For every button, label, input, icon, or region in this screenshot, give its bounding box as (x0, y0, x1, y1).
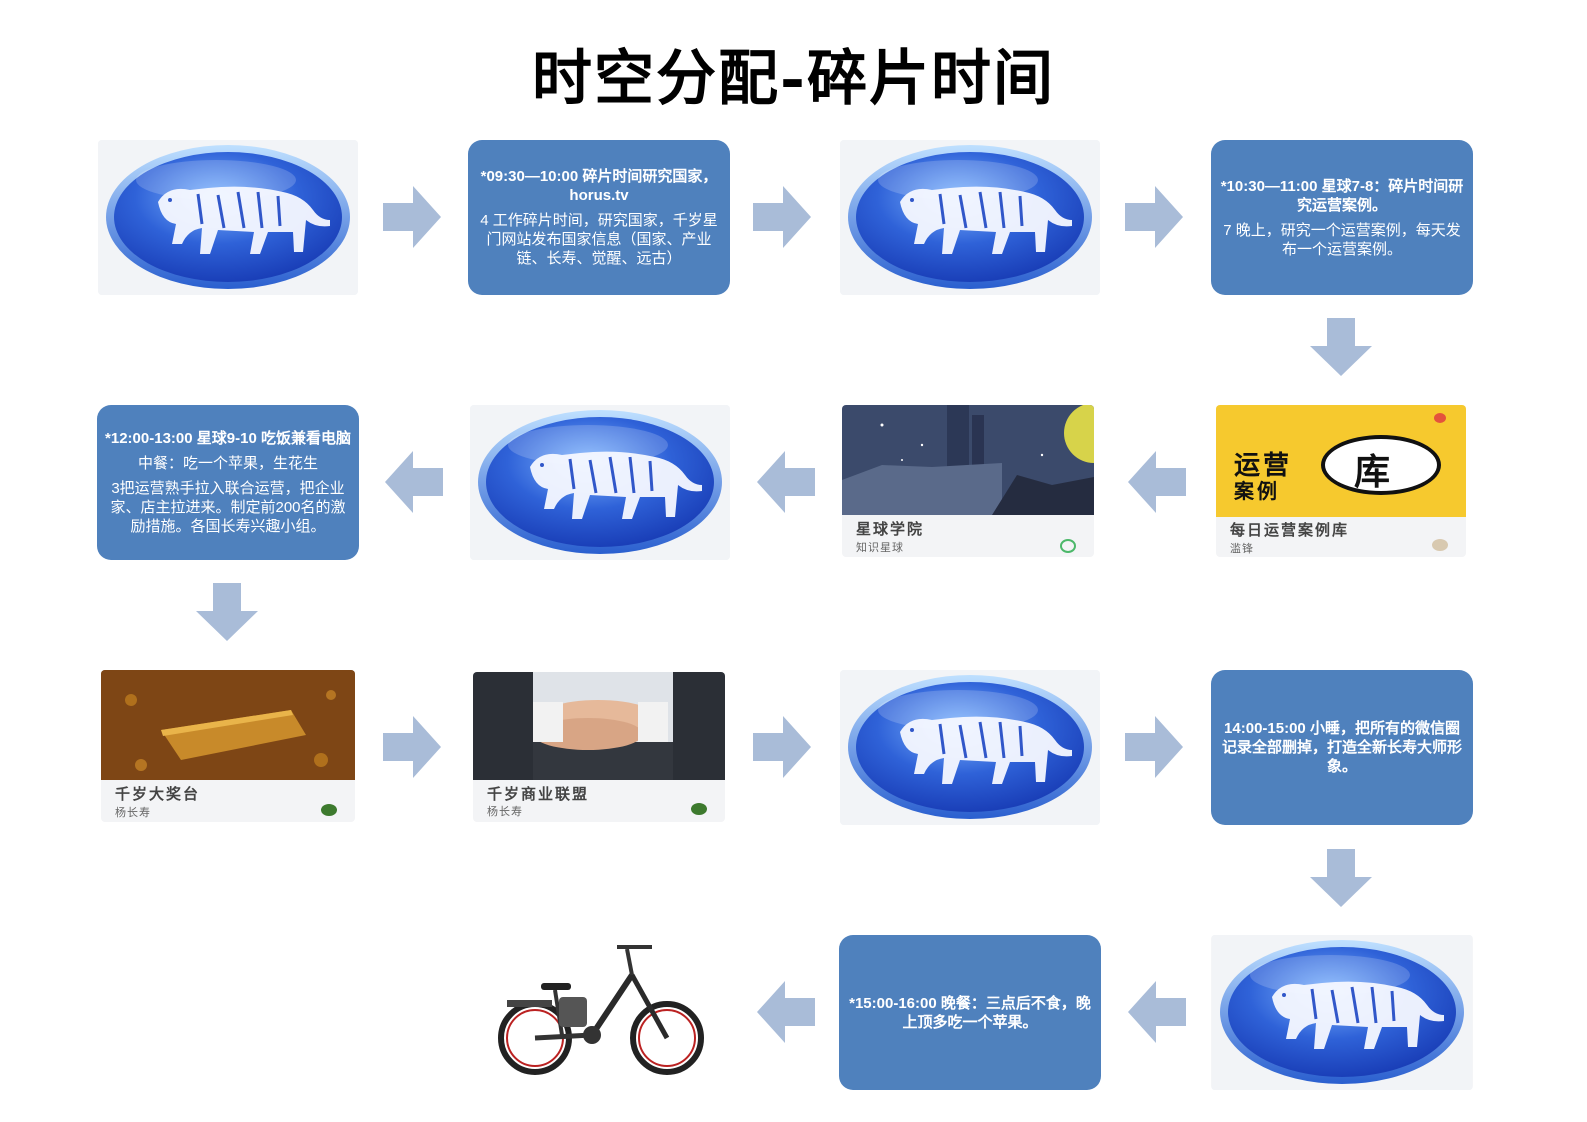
card-caption: 星球学院 (856, 521, 925, 538)
card-badge-bubble (1321, 435, 1441, 495)
arrow-left (1128, 981, 1186, 1043)
avatar (691, 803, 707, 815)
flow-box-head: *15:00-16:00 晚餐：三点后不食，晚上顶多吃一个苹果。 (849, 994, 1091, 1031)
card-subtitle: 滥锋 (1230, 543, 1254, 555)
card-caption: 每日运营案例库 (1230, 522, 1350, 539)
flow-box-line: 7 晚上，研究一个运营案例，每天发布一个运营案例。 (1223, 221, 1461, 258)
card-badge-bottom: 案例 (1234, 481, 1280, 503)
arrow-right (383, 186, 441, 248)
flow-box-head: 14:00-15:00 小睡，把所有的微信圈记录全部删掉，打造全新长寿大师形象。 (1221, 720, 1462, 775)
arrow-left (757, 451, 815, 513)
arrow-right (383, 716, 441, 778)
flow-box-1400: 14:00-15:00 小睡，把所有的微信圈记录全部删掉，打造全新长寿大师形象。 (1211, 670, 1473, 825)
card-image: 运营 案例 库 (1216, 405, 1466, 517)
arrow-right (753, 716, 811, 778)
arrow-down (196, 583, 258, 641)
avatar (321, 804, 337, 816)
flow-box-0930: *09:30—10:00 碎片时间研究国家，horus.tv 4 工作碎片时间，… (468, 140, 730, 295)
arrow-down (1310, 318, 1372, 376)
tiger-globe-icon (840, 670, 1100, 825)
card-image (842, 405, 1094, 515)
arrow-right (1125, 716, 1183, 778)
card-prize-stage[interactable]: 千岁大奖台 杨长寿 (101, 670, 355, 822)
card-caption: 千岁商业联盟 (487, 786, 590, 803)
card-business-alliance[interactable]: 千岁商业联盟 杨长寿 (473, 672, 725, 822)
tiger-globe-icon (1211, 935, 1473, 1090)
flow-box-1030: *10:30—11:00 星球7-8：碎片时间研究运营案例。 7 晚上，研究一个… (1211, 140, 1473, 295)
tiger-globe-icon (470, 405, 730, 560)
flow-box-line: 4 工作碎片时间，研究国家，千岁星门网站发布国家信息（国家、产业链、长寿、觉醒、… (480, 212, 718, 267)
electric-bicycle-icon (467, 935, 729, 1085)
card-badge-top: 运营 (1234, 450, 1293, 480)
flow-box-head: *12:00-13:00 星球9-10 吃饭兼看电脑 (105, 430, 351, 447)
status-icon (1060, 539, 1076, 553)
card-subtitle: 知识星球 (856, 542, 904, 554)
card-image (101, 670, 355, 780)
tiger-globe-icon (840, 140, 1100, 295)
card-image (473, 672, 725, 780)
card-subtitle: 杨长寿 (487, 806, 523, 818)
tiger-globe-icon (98, 140, 358, 295)
flow-box-head: *09:30—10:00 碎片时间研究国家，horus.tv (480, 168, 718, 204)
avatar (1432, 539, 1448, 551)
arrow-right (1125, 186, 1183, 248)
card-badge-right: 库 (1354, 451, 1391, 492)
flow-box-1200: *12:00-13:00 星球9-10 吃饭兼看电脑 中餐：吃一个苹果，生花生 … (97, 405, 359, 560)
flow-box-head: *10:30—11:00 星球7-8：碎片时间研究运营案例。 (1220, 177, 1464, 214)
arrow-left (1128, 451, 1186, 513)
arrow-left (385, 451, 443, 513)
card-daily-ops-cases[interactable]: 运营 案例 库 每日运营案例库 滥锋 (1216, 405, 1466, 557)
page-title: 时空分配-碎片时间 (532, 44, 1055, 114)
arrow-left (757, 981, 815, 1043)
arrow-down (1310, 849, 1372, 907)
card-star-academy[interactable]: 星球学院 知识星球 (842, 405, 1094, 557)
record-dot-icon (1434, 413, 1446, 423)
arrow-right (753, 186, 811, 248)
card-subtitle: 杨长寿 (115, 807, 151, 819)
flow-box-line: 3把运营熟手拉入联合运营，把企业家、店主拉进来。制定前200名的激励措施。各国长… (110, 480, 346, 535)
flow-box-1500: *15:00-16:00 晚餐：三点后不食，晚上顶多吃一个苹果。 (839, 935, 1101, 1090)
card-caption: 千岁大奖台 (115, 786, 201, 803)
flow-box-line: 中餐：吃一个苹果，生花生 (137, 455, 318, 472)
